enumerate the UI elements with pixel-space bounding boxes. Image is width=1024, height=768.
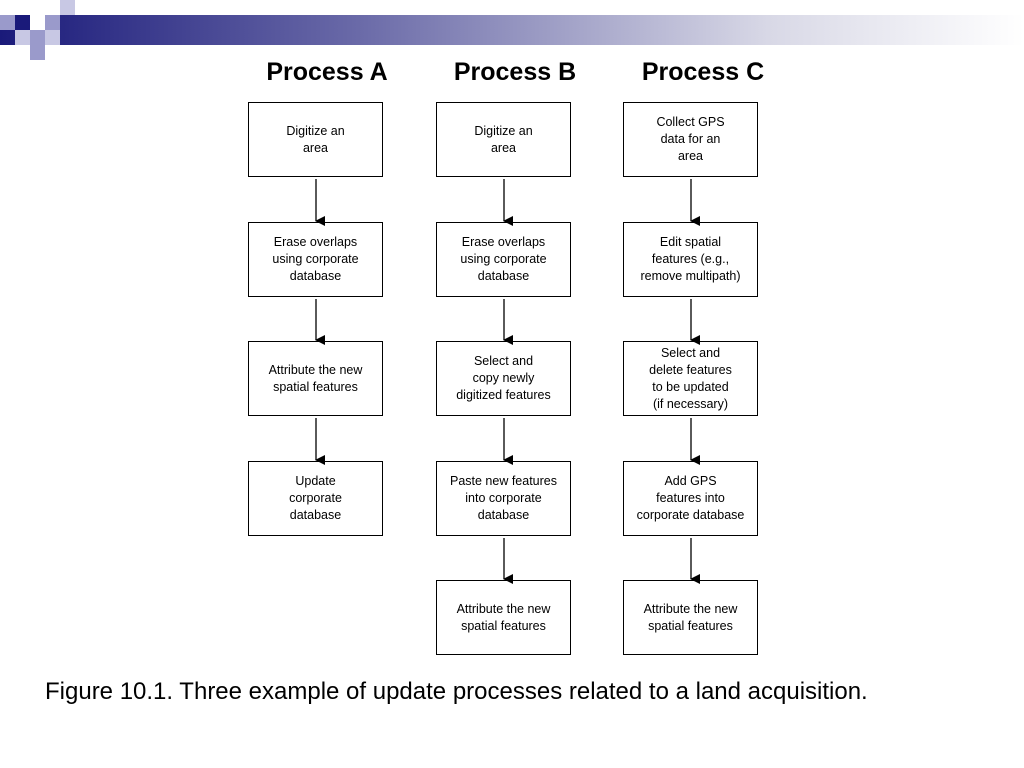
process-a-step-1: Digitize an area [248,102,383,177]
process-c-step-4: Add GPS features into corporate database [623,461,758,536]
process-b-step-2: Erase overlaps using corporate database [436,222,571,297]
process-b-step-5: Attribute the new spatial features [436,580,571,655]
step-label: Add GPS features into corporate database [636,474,745,522]
step-label: Digitize an area [286,123,345,155]
step-label: Select and copy newly digitized features [456,354,551,402]
process-c-step-3: Select and delete features to be updated… [623,341,758,416]
process-a-step-4: Update corporate database [248,461,383,536]
step-label: Edit spatial features (e.g., remove mult… [640,235,741,283]
process-b-title: Process B [453,58,577,86]
figure-caption: Figure 10.1. Three example of update pro… [45,678,868,705]
step-label: Update corporate database [289,474,342,522]
step-label: Select and delete features to be updated… [649,345,732,411]
process-b-step-3: Select and copy newly digitized features [436,341,571,416]
corner-squares-decoration [0,0,75,60]
step-label: Digitize an area [474,123,533,155]
process-b-step-4: Paste new features into corporate databa… [436,461,571,536]
step-label: Paste new features into corporate databa… [449,474,557,522]
step-label: Attribute the new spatial features [643,601,738,633]
step-label: Erase overlaps using corporate database [272,235,359,283]
step-label: Attribute the new spatial features [456,601,551,633]
process-c-step-1: Collect GPS data for an area [623,102,758,177]
process-a-title: Process A [266,58,388,86]
process-c-title: Process C [641,58,765,86]
header-gradient-band [0,15,1024,45]
process-a-step-3: Attribute the new spatial features [248,341,383,416]
step-label: Erase overlaps using corporate database [460,235,547,283]
process-b-step-1: Digitize an area [436,102,571,177]
process-c-step-5: Attribute the new spatial features [623,580,758,655]
step-label: Collect GPS data for an area [656,115,725,163]
step-label: Attribute the new spatial features [268,362,363,394]
process-c-step-2: Edit spatial features (e.g., remove mult… [623,222,758,297]
process-a-step-2: Erase overlaps using corporate database [248,222,383,297]
